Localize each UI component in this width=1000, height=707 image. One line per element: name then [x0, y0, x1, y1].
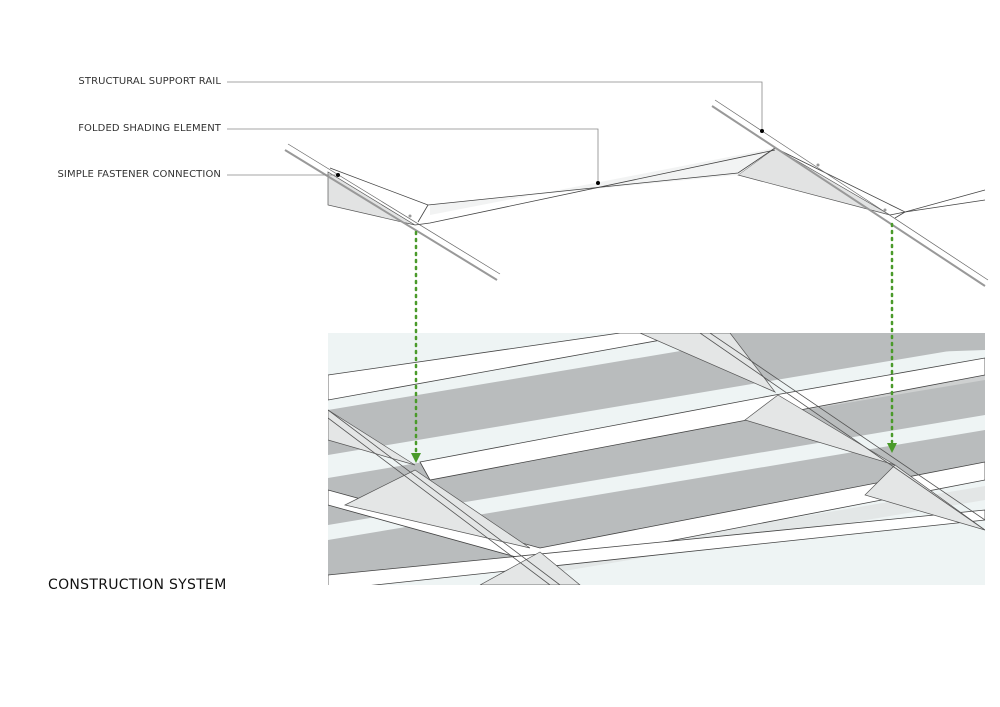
- support-rail: [284, 99, 989, 287]
- label-structural-support-rail: STRUCTURAL SUPPORT RAIL: [78, 76, 221, 87]
- leader-lines: [227, 81, 763, 183]
- diagram-title: CONSTRUCTION SYSTEM: [48, 577, 227, 593]
- label-folded-shading-element: FOLDED SHADING ELEMENT: [78, 123, 221, 134]
- label-simple-fastener-connection: SIMPLE FASTENER CONNECTION: [57, 169, 221, 180]
- exploded-view: [284, 99, 989, 287]
- installed-view: [328, 333, 985, 585]
- assembly-arrows: [411, 222, 897, 463]
